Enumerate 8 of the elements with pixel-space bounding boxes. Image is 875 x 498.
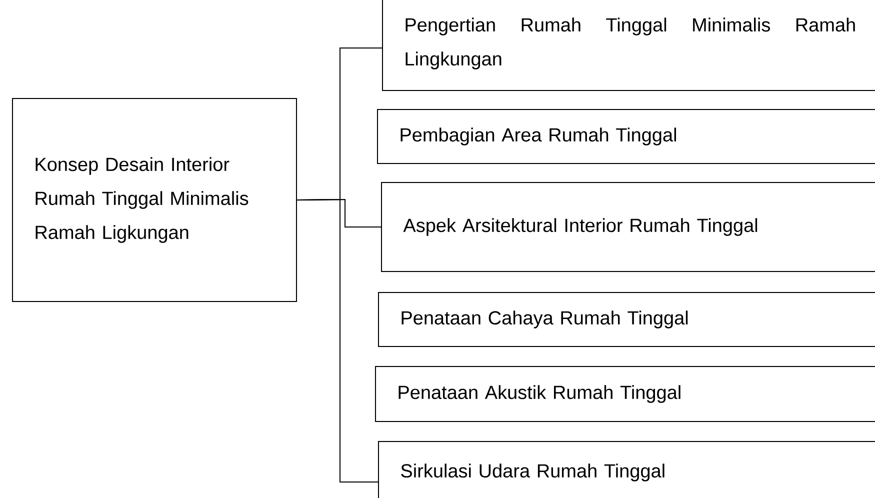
text-box: Penataan Cahaya Rumah Tinggal	[378, 292, 875, 347]
connector-line	[296, 199, 378, 482]
text-box: Pengertian Rumah Tinggal Minimalis Ramah Lingkungan	[382, 0, 875, 91]
text-box: Sirkulasi Udara Rumah Tinggal	[378, 441, 875, 498]
text-box: Penataan Akustik Rumah Tinggal	[375, 366, 875, 422]
text-box: Pembagian Area Rumah Tinggal	[377, 109, 875, 164]
text-box: Konsep Desain Interior Rumah Tinggal Minimalis Ramah Ligkungan	[12, 98, 297, 302]
text-box: Aspek Arsitektural Interior Rumah Tinggal	[381, 182, 875, 272]
